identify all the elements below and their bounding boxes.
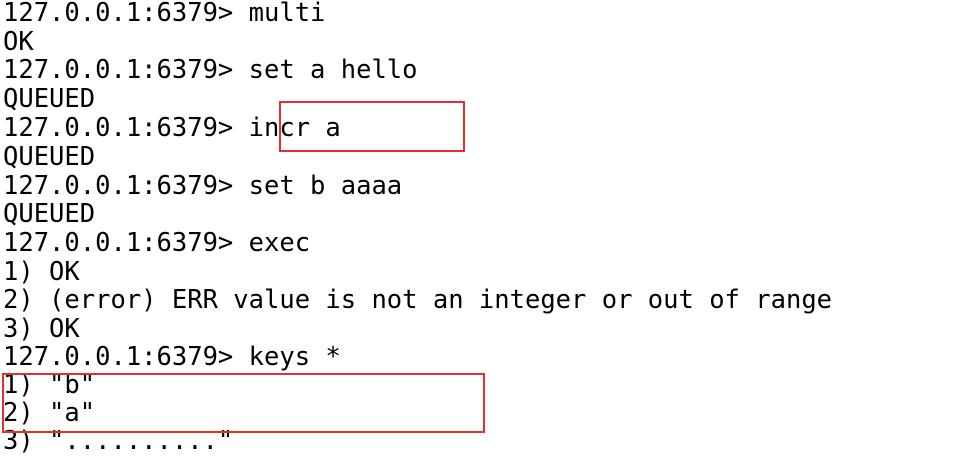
terminal-line-exec-result-3: 3) OK bbox=[3, 314, 80, 344]
terminal-line-ok: OK bbox=[3, 27, 34, 57]
terminal-line-queued: QUEUED bbox=[3, 199, 96, 229]
terminal-line-prompt-incr-a: 127.0.0.1:6379> incr a bbox=[3, 113, 341, 143]
terminal-line-prompt-keys: 127.0.0.1:6379> keys * bbox=[3, 342, 341, 372]
terminal-line-prompt-set-b: 127.0.0.1:6379> set b aaaa bbox=[3, 171, 403, 201]
terminal-line-keys-result-2: 2) "a" bbox=[3, 398, 96, 428]
terminal-line-queued: QUEUED bbox=[3, 84, 96, 114]
terminal-line-prompt-set-a: 127.0.0.1:6379> set a hello bbox=[3, 55, 418, 85]
terminal-line-exec-result-2: 2) (error) ERR value is not an integer o… bbox=[3, 285, 833, 315]
terminal-line-keys-result-3: 3) ".........." bbox=[3, 426, 234, 456]
terminal-line-exec-result-1: 1) OK bbox=[3, 257, 80, 287]
terminal-line-keys-result-1: 1) "b" bbox=[3, 370, 96, 400]
terminal-line-prompt-multi: 127.0.0.1:6379> multi bbox=[3, 0, 326, 28]
terminal-line-queued: QUEUED bbox=[3, 142, 96, 172]
terminal-line-prompt-exec: 127.0.0.1:6379> exec bbox=[3, 228, 311, 258]
